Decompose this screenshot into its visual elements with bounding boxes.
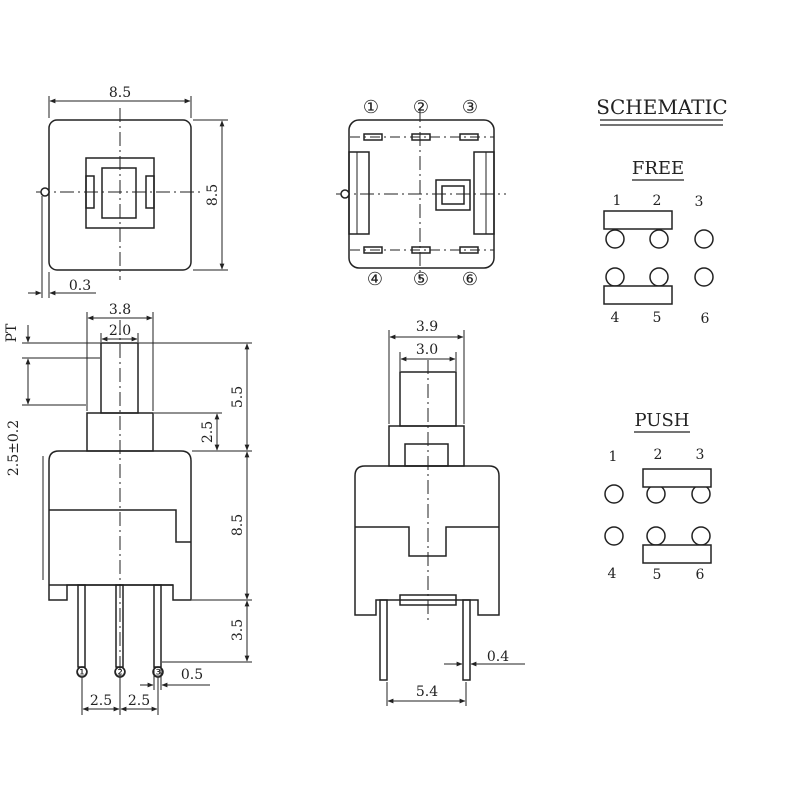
pitch-2-label: 2.5 bbox=[128, 693, 150, 709]
plunger-height-label: 5.5 bbox=[230, 386, 246, 408]
pin-5-label: ⑤ bbox=[413, 269, 429, 290]
top-height-label: 8.5 bbox=[205, 184, 221, 206]
side-body bbox=[48, 450, 192, 601]
plunger-outer-label: 3.9 bbox=[416, 319, 438, 335]
lead-length-label: 3.5 bbox=[230, 619, 246, 641]
free-pin-3: 3 bbox=[695, 194, 704, 210]
push-label: PUSH bbox=[635, 410, 690, 431]
lead-width-label: 0.4 bbox=[487, 649, 509, 665]
free-pin-4: 4 bbox=[611, 310, 620, 326]
pin-2-label: ② bbox=[413, 97, 429, 118]
pin-view bbox=[336, 108, 506, 280]
stroke-label: 2.5 bbox=[200, 421, 216, 443]
pt-label: PT bbox=[4, 323, 20, 342]
lead-dia-label: 0.5 bbox=[181, 667, 203, 683]
free-pin-2: 2 bbox=[653, 193, 662, 209]
plunger-inner-label: 3.0 bbox=[416, 342, 438, 358]
pin-1-label: ① bbox=[363, 97, 379, 118]
pin-view-key bbox=[435, 179, 471, 211]
side-pin-1: ① bbox=[77, 665, 88, 679]
cap-width-label: 2.0 bbox=[109, 323, 131, 339]
push-pin-4: 4 bbox=[608, 566, 617, 582]
travel-label: 2.5±0.2 bbox=[6, 420, 22, 476]
pin-4-label: ④ bbox=[367, 269, 383, 290]
front-body bbox=[354, 465, 500, 616]
free-label: FREE bbox=[632, 158, 684, 179]
front-plunger-shaft bbox=[388, 425, 465, 467]
top-view bbox=[28, 96, 228, 298]
front-view bbox=[354, 330, 525, 706]
pin-6-label: ⑥ bbox=[462, 269, 478, 290]
free-pin-6: 6 bbox=[701, 311, 710, 327]
push-schematic bbox=[604, 468, 712, 564]
top-width-label: 8.5 bbox=[109, 85, 131, 101]
push-pin-2: 2 bbox=[654, 447, 663, 463]
push-pin-6: 6 bbox=[696, 567, 705, 583]
schematic-title-underline bbox=[600, 119, 723, 126]
lead-span-label: 5.4 bbox=[416, 684, 438, 700]
push-pin-5: 5 bbox=[653, 567, 662, 583]
schematic-title: SCHEMATIC bbox=[596, 95, 727, 119]
side-view bbox=[22, 312, 252, 715]
push-pin-1: 1 bbox=[609, 449, 618, 465]
free-pin-1: 1 bbox=[613, 193, 622, 209]
pin-3-label: ③ bbox=[462, 97, 478, 118]
top-view-plunger-inner bbox=[101, 167, 137, 219]
plunger-width-label: 3.8 bbox=[109, 302, 131, 318]
free-pin-5: 5 bbox=[653, 310, 662, 326]
top-offset-label: 0.3 bbox=[69, 278, 91, 294]
free-schematic bbox=[603, 210, 714, 305]
side-pin-3: ③ bbox=[153, 665, 164, 679]
push-pin-3: 3 bbox=[696, 447, 705, 463]
pitch-1-label: 2.5 bbox=[90, 693, 112, 709]
side-pin-2: ② bbox=[115, 665, 126, 679]
body-height-label: 8.5 bbox=[230, 514, 246, 536]
